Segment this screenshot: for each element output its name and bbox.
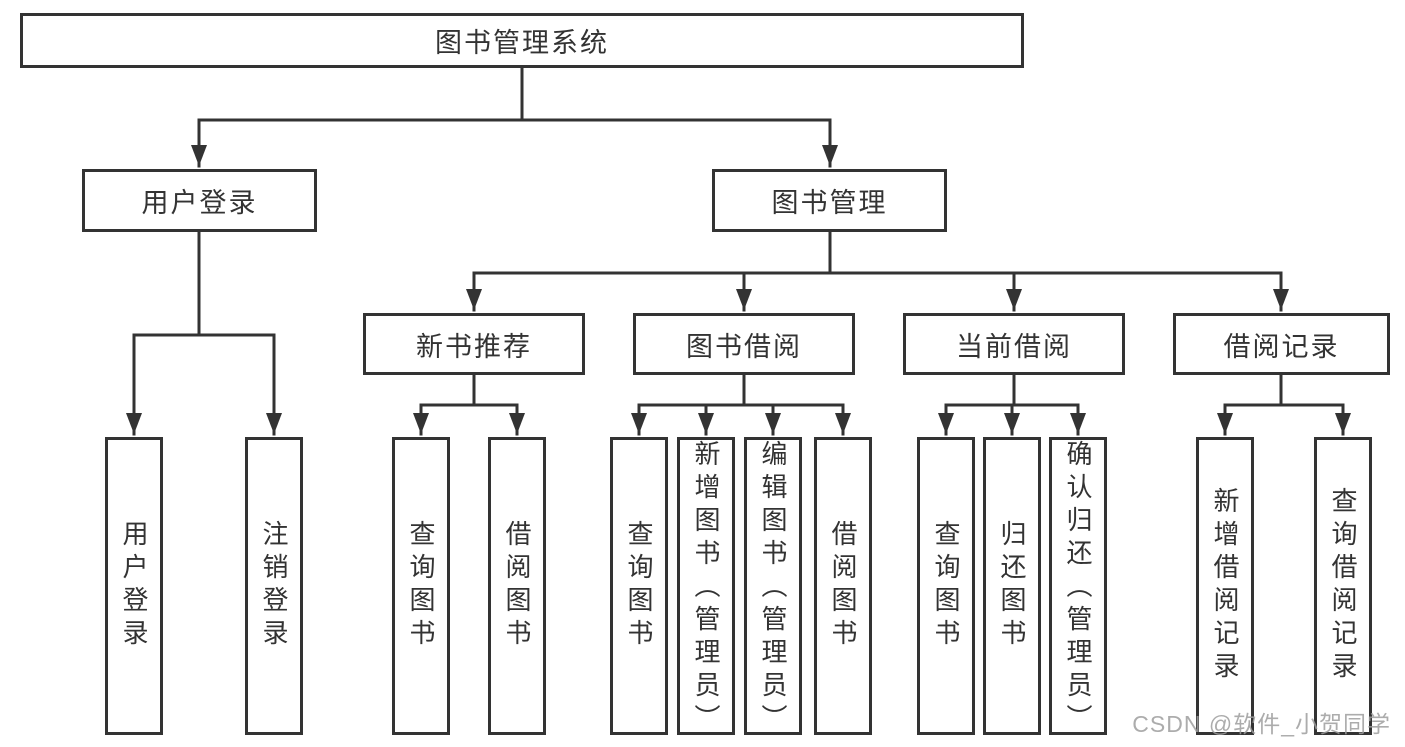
- leaf-return-books-label: 归还图书: [997, 520, 1027, 652]
- leaf-add-book-admin-label: 新增图书（管理员）: [691, 440, 721, 737]
- node-root: 图书管理系统: [20, 13, 1024, 68]
- node-current-borrowing: 当前借阅: [903, 313, 1125, 375]
- leaf-query-borrow-record: 查询借阅记录: [1314, 437, 1372, 735]
- leaf-user-login-label: 用户登录: [119, 520, 149, 652]
- leaf-return-books: 归还图书: [983, 437, 1041, 735]
- leaf-add-borrow-record: 新增借阅记录: [1196, 437, 1254, 735]
- leaf-confirm-return-admin-label: 确认归还（管理员）: [1063, 440, 1093, 737]
- leaf-borrow-books-borrow: 借阅图书: [814, 437, 872, 735]
- node-book-management-label: 图书管理: [771, 188, 888, 218]
- node-new-book-recommend-label: 新书推荐: [416, 331, 532, 362]
- leaf-edit-book-admin: 编辑图书（管理员）: [744, 437, 802, 737]
- leaf-add-borrow-record-label: 新增借阅记录: [1210, 487, 1240, 685]
- node-root-label: 图书管理系统: [435, 28, 609, 58]
- leaf-logout: 注销登录: [245, 437, 303, 735]
- leaf-query-books-current-label: 查询图书: [931, 520, 961, 652]
- leaf-confirm-return-admin: 确认归还（管理员）: [1049, 437, 1107, 737]
- leaf-borrow-books-borrow-label: 借阅图书: [828, 520, 858, 652]
- leaf-edit-book-admin-label: 编辑图书（管理员）: [758, 440, 788, 737]
- leaf-borrow-books-recommend: 借阅图书: [488, 437, 546, 735]
- leaf-query-books-borrow-label: 查询图书: [624, 520, 654, 652]
- node-book-borrowing: 图书借阅: [633, 313, 855, 375]
- leaf-query-books-current: 查询图书: [917, 437, 975, 735]
- leaf-logout-label: 注销登录: [259, 520, 289, 652]
- leaf-query-borrow-record-label: 查询借阅记录: [1328, 487, 1358, 685]
- node-user-login-label: 用户登录: [141, 188, 258, 218]
- leaf-add-book-admin: 新增图书（管理员）: [677, 437, 735, 737]
- node-borrowing-records: 借阅记录: [1173, 313, 1390, 375]
- leaf-borrow-books-recommend-label: 借阅图书: [502, 520, 532, 652]
- leaf-query-books-recommend-label: 查询图书: [406, 520, 436, 652]
- leaf-user-login: 用户登录: [105, 437, 163, 735]
- node-borrowing-records-label: 借阅记录: [1223, 331, 1340, 362]
- node-new-book-recommend: 新书推荐: [363, 313, 585, 375]
- leaf-query-books-recommend: 查询图书: [392, 437, 450, 735]
- node-book-management: 图书管理: [712, 169, 947, 232]
- node-book-borrowing-label: 图书借阅: [686, 331, 802, 362]
- node-user-login: 用户登录: [82, 169, 317, 232]
- leaf-query-books-borrow: 查询图书: [610, 437, 668, 735]
- node-current-borrowing-label: 当前借阅: [956, 331, 1072, 362]
